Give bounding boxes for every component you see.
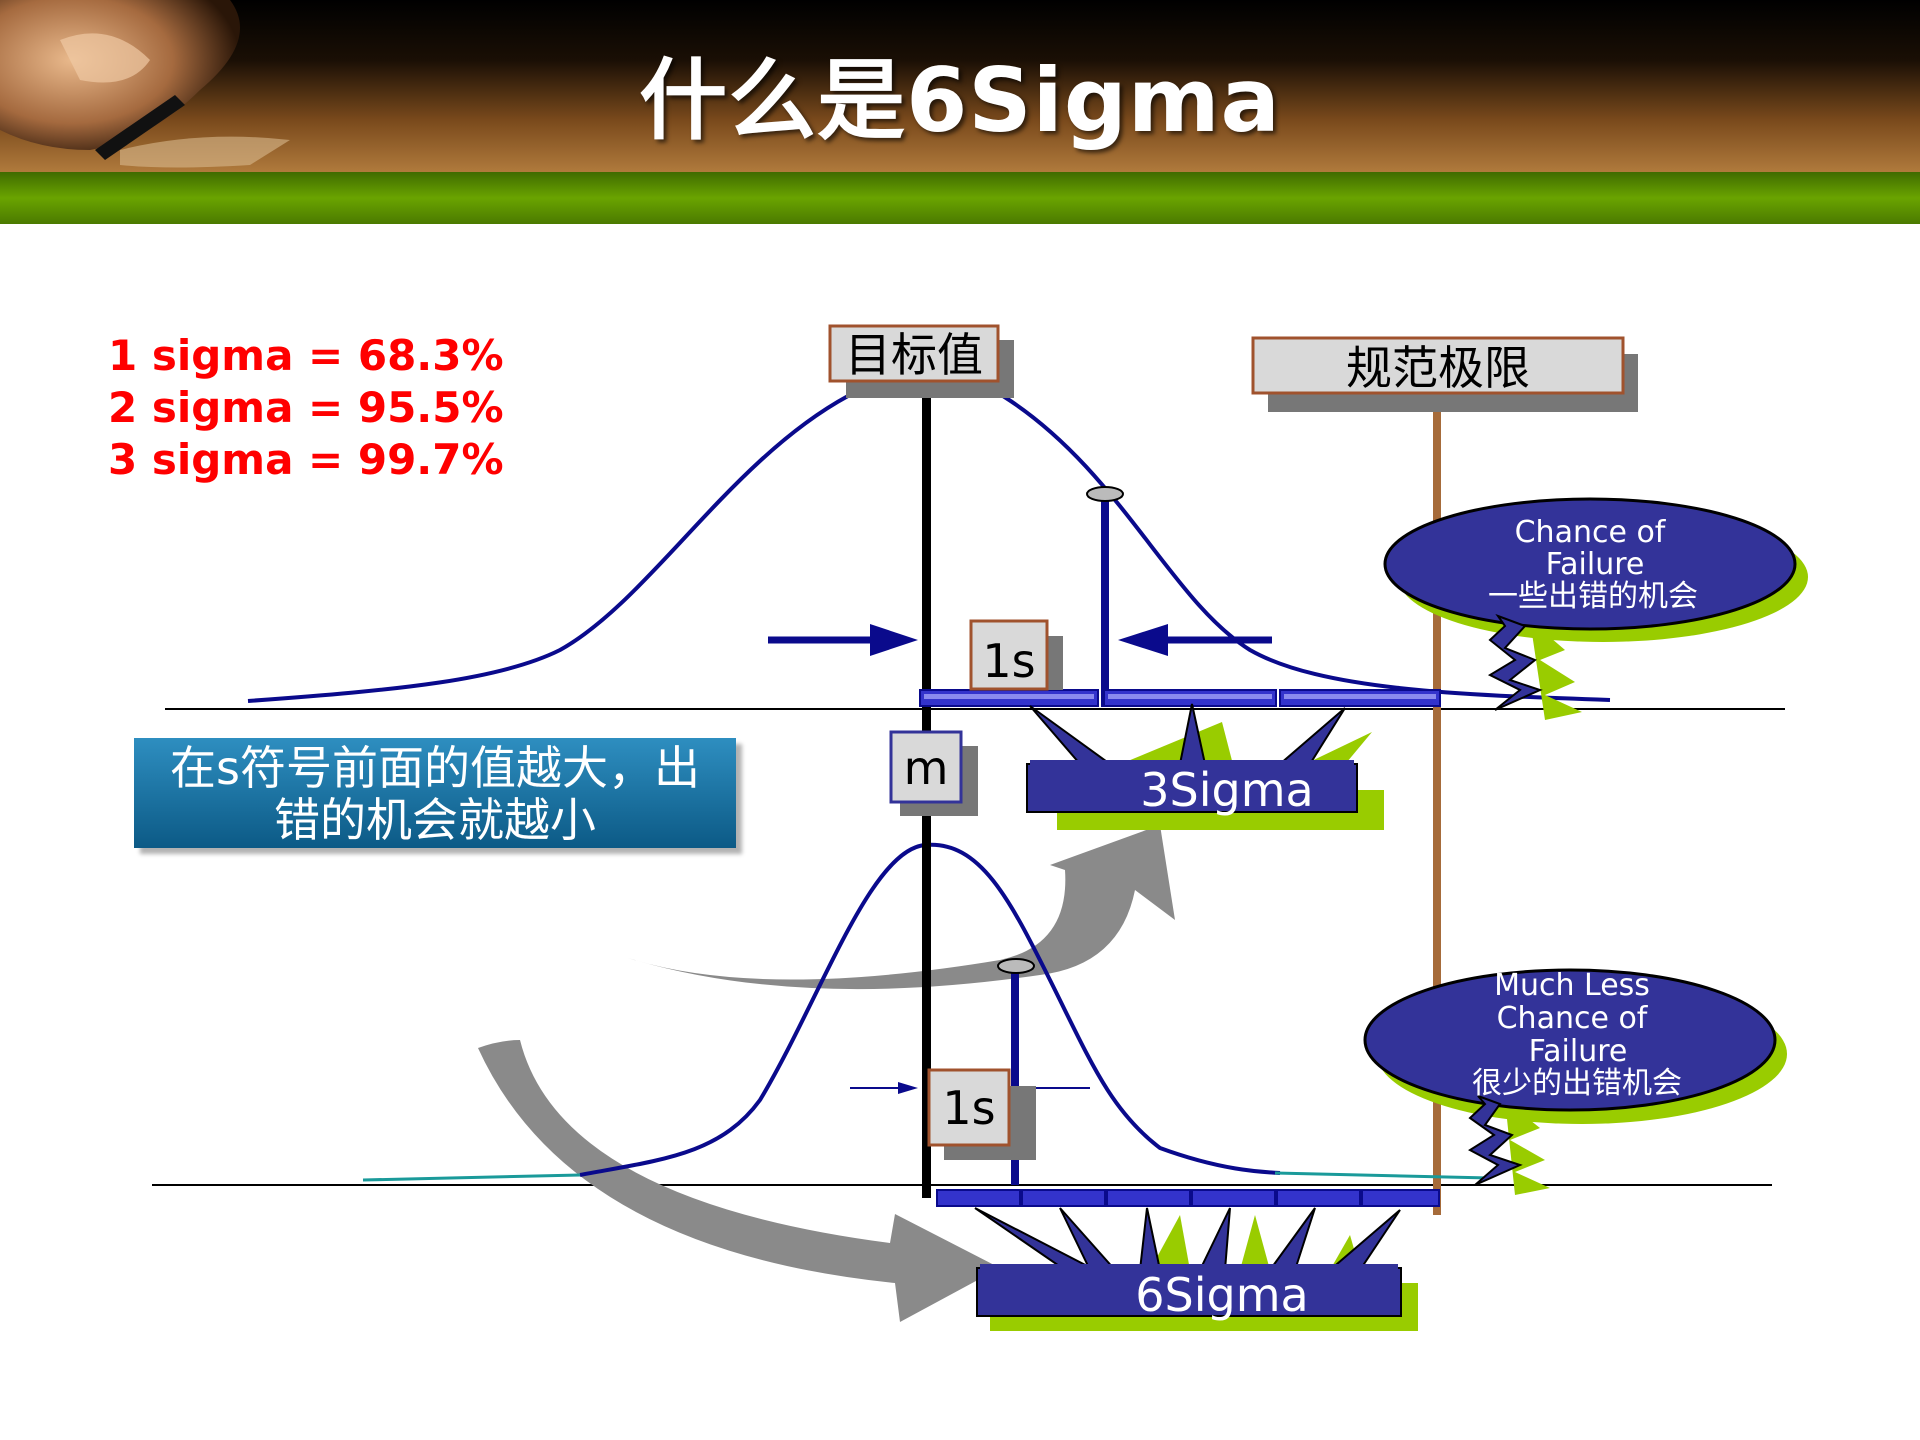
sigma-marker-bottom xyxy=(1011,965,1019,1185)
target-label: 目标值 xyxy=(845,328,983,382)
sigma-bar-bottom xyxy=(936,1189,1440,1207)
bubble-bottom-line-1: Much Less xyxy=(1494,968,1650,1003)
sigma-pin-bottom xyxy=(997,958,1035,974)
mean-box xyxy=(889,730,963,804)
distribution-curve-bottom xyxy=(579,842,1281,1177)
bubble-top-line-1: Chance of xyxy=(1515,515,1667,550)
sigma-label-bottom: 1s xyxy=(942,1081,995,1135)
spec-limit-line xyxy=(1433,410,1441,1215)
stat-line-3: 3 sigma = 99.7% xyxy=(108,435,504,484)
sigma-box-top xyxy=(969,619,1049,691)
arrow-right-bottom xyxy=(850,1082,918,1094)
bubble-top-line-3: 一些出错的机会 xyxy=(1488,579,1698,614)
arrow-right-top xyxy=(768,624,918,656)
arrow-left-top xyxy=(1118,624,1272,656)
failure-bubble-top xyxy=(1383,497,1808,720)
hand-pen-photo xyxy=(0,0,290,168)
tail-left-bottom xyxy=(362,1173,581,1182)
target-box xyxy=(828,324,1000,383)
spec-limit-label: 规范极限 xyxy=(1346,341,1530,395)
mean-label: m xyxy=(904,741,949,795)
six-sigma-callout xyxy=(974,1207,1418,1331)
tail-right-bottom xyxy=(1274,1171,1491,1180)
bubble-bottom-line-3: Failure xyxy=(1529,1034,1628,1069)
stat-line-1: 1 sigma = 68.3% xyxy=(108,331,504,380)
sigma-bar-top xyxy=(919,689,1441,707)
failure-bubble-bottom xyxy=(1363,968,1787,1195)
header-banner xyxy=(0,0,1920,224)
sigma-label-top: 1s xyxy=(982,634,1035,688)
sigma-percentages: 1 sigma = 68.3%2 sigma = 95.5%3 sigma = … xyxy=(108,330,504,486)
spec-box xyxy=(1251,336,1625,395)
three-sigma-callout xyxy=(1026,703,1384,830)
bubble-top-line-2: Failure xyxy=(1546,547,1645,582)
bubble-bottom-line-4: 很少的出错机会 xyxy=(1472,1066,1682,1101)
explanation-line-1: 在s符号前面的值越大，出 xyxy=(170,741,700,795)
six-sigma-label: 6Sigma xyxy=(1135,1268,1308,1322)
bubble-bottom-line-2: Chance of xyxy=(1497,1001,1649,1036)
curved-arrow-upper xyxy=(628,825,1175,990)
three-sigma-label: 3Sigma xyxy=(1140,763,1313,817)
sigma-box-bottom xyxy=(927,1068,1011,1147)
explanation-box: 在s符号前面的值越大，出 错的机会就越小 xyxy=(134,738,736,848)
curved-arrow-lower xyxy=(478,1040,1000,1322)
explanation-line-2: 错的机会就越小 xyxy=(274,793,596,847)
stat-line-2: 2 sigma = 95.5% xyxy=(108,383,504,432)
page-title: 什么是6Sigma xyxy=(639,49,1281,152)
sigma-pin-top xyxy=(1086,486,1124,502)
sigma-marker-top xyxy=(1101,495,1109,707)
distribution-curve-top xyxy=(247,394,1611,703)
